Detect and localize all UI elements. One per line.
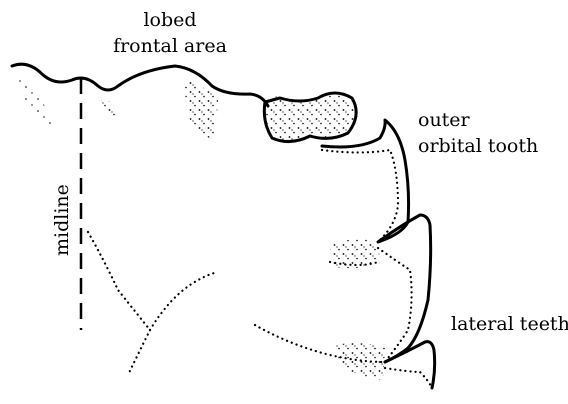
lateral-tooth-1 [378,215,431,362]
carapace-outline [12,64,435,388]
label-orbital-tooth: orbital tooth [418,135,538,157]
label-lobed: lobed [143,9,196,31]
label-midline: midline [51,184,73,256]
label-frontal-area: frontal area [113,35,227,57]
stippled-shading [18,75,385,380]
label-outer: outer [418,109,471,131]
label-lateral-teeth: lateral teeth [451,313,568,335]
